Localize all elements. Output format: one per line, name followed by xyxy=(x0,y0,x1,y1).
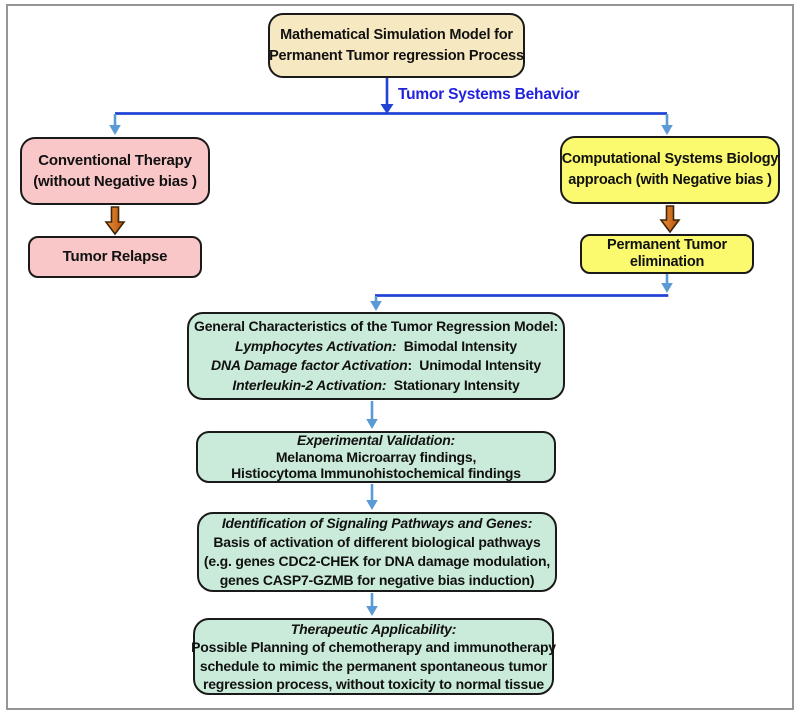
signaling-pathways-box: Identification of Signaling Pathways and… xyxy=(197,512,557,592)
therapeutic-applicability-box: Therapeutic Applicability: Possible Plann… xyxy=(191,618,556,695)
text-line: Therapeutic Applicability: xyxy=(290,620,457,637)
right-branch-arrowhead xyxy=(661,125,673,135)
general-characteristics-box: General Characteristics of the Tumor Reg… xyxy=(187,312,565,400)
text-line: regression process, without toxicity to … xyxy=(202,676,545,692)
conventional-therapy-box: Conventional Therapy (without Negative bi… xyxy=(20,137,210,205)
text-line: Histiocytoma Immunohistochemical finding… xyxy=(231,465,521,482)
diagram-frame xyxy=(6,4,794,710)
text-line: genes CASP7-GZMB for negative bias induc… xyxy=(219,572,535,588)
text-line: (e.g. genes CDC2-CHEK for DNA damage mod… xyxy=(203,553,551,569)
text-line: Possible Planning of chemotherapy and im… xyxy=(191,639,556,655)
computational-approach-box: Computational Systems Biology approach (w… xyxy=(560,136,780,204)
text-line: Mathematical Simulation Model for xyxy=(280,26,513,43)
characteristics-to-validation-arrowhead xyxy=(366,419,378,429)
text-line: Computational Systems Biology xyxy=(561,151,779,167)
pathways-to-therapeutic-arrowhead xyxy=(366,606,378,616)
elimination-down-arrowhead xyxy=(661,283,673,293)
text-line: Experimental Validation: xyxy=(296,432,456,449)
text-line: General Characteristics of the Tumor Reg… xyxy=(194,318,558,334)
top-branch-stem-arrowhead xyxy=(380,104,394,114)
text-line: Permanent Tumor regression Process xyxy=(269,47,524,64)
text-line: Identification of Signaling Pathways and… xyxy=(221,515,533,531)
therapy-to-relapse-arrow xyxy=(104,206,126,236)
experimental-validation-box: Experimental Validation:Melanoma Microar… xyxy=(196,431,556,483)
text-line: Basis of activation of different biologi… xyxy=(213,534,541,550)
left-branch-arrowhead xyxy=(109,125,121,135)
text-line: elimination xyxy=(629,254,705,270)
text-line: approach (with Negative bias ) xyxy=(568,172,772,188)
validation-to-pathways-arrowhead xyxy=(366,500,378,510)
text-line: schedule to mimic the permanent spontane… xyxy=(199,657,548,674)
tumor-systems-behavior-label: Tumor Systems Behavior xyxy=(398,86,580,103)
text-line: Tumor Relapse xyxy=(62,248,168,265)
text-line: DNA Damage factor Activation: Unimodal I… xyxy=(211,357,541,373)
text-line: Conventional Therapy xyxy=(38,152,192,169)
text-line: Lymphocytes Activation: Bimodal Intensit… xyxy=(234,337,518,354)
characteristics-entry-arrowhead xyxy=(370,301,382,311)
text-line: Melanoma Microarray findings, xyxy=(275,448,477,465)
text-line: Interleukin-2 Activation: Stationary Int… xyxy=(232,376,520,393)
text-line: Permanent Tumor xyxy=(606,237,727,253)
approach-to-elimination-arrow xyxy=(659,205,681,234)
tumor-relapse-box: Tumor Relapse xyxy=(28,236,202,278)
text-line: (without Negative bias ) xyxy=(33,173,197,190)
